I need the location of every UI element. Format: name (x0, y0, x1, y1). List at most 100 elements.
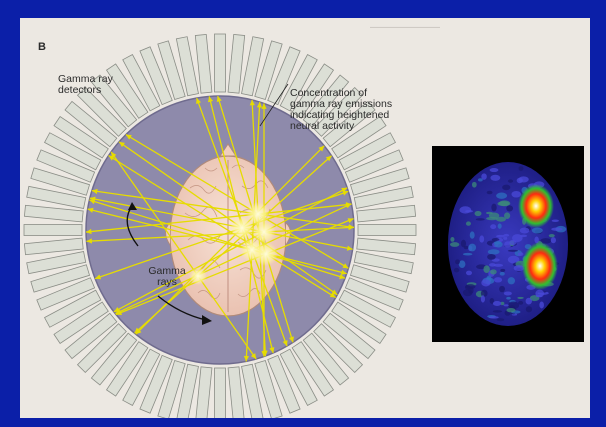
ray-arrowhead (346, 245, 353, 251)
scan-speckle (518, 300, 524, 305)
gamma-ray-detectors-label: Gamma ray detectors (58, 74, 128, 96)
scan-speckle (480, 289, 488, 297)
scan-speckle (499, 271, 505, 276)
ray-arrowhead (331, 289, 338, 295)
ray-arrowhead (342, 190, 349, 196)
detector-block (356, 204, 417, 223)
scan-speckle (489, 168, 499, 173)
scan-speckle (459, 206, 472, 214)
scan-speckle (517, 252, 524, 257)
detector-block (53, 301, 109, 345)
gamma-ray-line (94, 190, 349, 280)
ray-arrowhead (345, 203, 352, 209)
bleed-text: ——————— (370, 22, 440, 33)
scan-speckle (481, 279, 491, 287)
detector-block (279, 54, 318, 112)
ray-arrowhead (347, 218, 354, 224)
emission-hotspot (189, 267, 207, 285)
gamma-rays-label: Gamma rays (142, 266, 192, 288)
detector-block (139, 46, 173, 106)
scan-speckle (496, 318, 505, 322)
scan-speckle (483, 265, 490, 273)
ray-arrowhead (339, 274, 346, 280)
detector-block (349, 264, 410, 293)
ray-arrowhead (89, 199, 96, 205)
scan-speckle (450, 237, 455, 242)
scan-speckle (486, 216, 498, 221)
scan-speckle (503, 236, 508, 240)
detector-block (30, 167, 91, 196)
scan-speckle (465, 221, 471, 226)
scan-speckle (496, 216, 506, 222)
scan-speckle (480, 295, 485, 303)
detector-block (357, 224, 417, 236)
detector-block (175, 363, 199, 418)
detector-block (267, 46, 301, 106)
scan-speckle (491, 238, 500, 241)
detector-block (344, 149, 404, 183)
gamma-ray-line (113, 187, 348, 313)
ray-arrowhead (91, 188, 98, 194)
label-line: rays (157, 276, 177, 288)
scan-speckle (494, 241, 503, 248)
scan-speckle (509, 239, 517, 246)
scan-speckle (506, 296, 511, 300)
detector-block (90, 74, 138, 128)
scan-speckle (491, 203, 497, 212)
scan-speckle (465, 270, 473, 276)
scan-speckle (492, 301, 502, 306)
detector-block (338, 132, 396, 171)
detector-block (139, 354, 173, 414)
detector-block (313, 86, 364, 137)
gamma-ray-line (89, 199, 346, 279)
scan-speckle (517, 296, 524, 299)
scan-speckle (487, 249, 500, 255)
detector-block (23, 224, 83, 236)
scan-speckle (471, 181, 477, 188)
scan-speckle (453, 267, 460, 273)
label-line: detectors (58, 84, 102, 96)
ray-arrowhead (125, 134, 132, 140)
detector-block (30, 264, 91, 293)
gamma-ray-detector-ring (23, 33, 417, 418)
ray-arrowhead (282, 340, 288, 347)
scan-speckle (481, 173, 487, 180)
scan-speckle (493, 277, 503, 283)
scan-speckle (463, 245, 469, 250)
scan-speckle (503, 291, 512, 296)
scan-speckle (531, 227, 543, 234)
detector-block (36, 277, 96, 311)
ray-arrowhead (250, 353, 257, 360)
detector-block (349, 167, 410, 196)
scan-speckle (493, 263, 504, 267)
detector-block (76, 323, 127, 374)
detector-block (214, 33, 226, 93)
arrowhead-icon (128, 202, 137, 210)
scan-speckle (502, 184, 511, 191)
detector-block (157, 359, 186, 418)
gamma-ray-line (118, 141, 338, 296)
label-line: Gamma ray (58, 73, 113, 85)
brain-fold (197, 290, 221, 299)
detector-block (26, 251, 87, 275)
scan-speckle (500, 301, 505, 306)
detector-block (194, 33, 213, 94)
detector-block (26, 185, 87, 209)
detector-block (254, 359, 283, 418)
label-line: neural activity (290, 120, 355, 132)
ray-arrowhead (243, 355, 250, 362)
detector-block (90, 332, 138, 386)
ray-arrowhead (216, 96, 222, 102)
detector-block (105, 63, 149, 119)
scan-speckle (504, 212, 511, 220)
detector-block (23, 204, 84, 223)
scan-speckle (492, 310, 503, 313)
scan-speckle (490, 224, 497, 230)
panel-letter: B (38, 41, 46, 53)
scan-speckle (487, 253, 496, 260)
pet-scan-image (432, 146, 584, 342)
scan-speckle (449, 242, 460, 247)
scan-speckle (507, 249, 519, 252)
detector-block (279, 348, 318, 406)
ray-arrowhead (325, 155, 332, 162)
